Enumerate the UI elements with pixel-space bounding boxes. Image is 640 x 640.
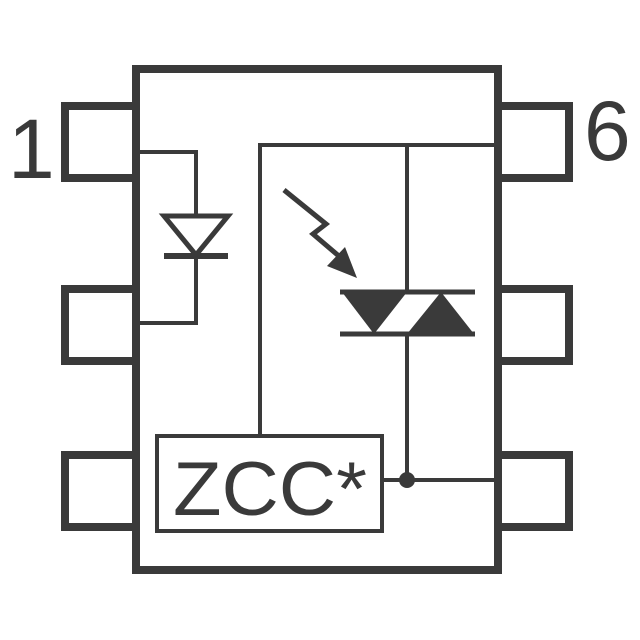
pin-1 (61, 102, 140, 182)
zcc-block (155, 434, 384, 533)
junction-dot-icon (399, 472, 415, 488)
zcc-label: ZCC* (173, 447, 367, 532)
output-wire-top (258, 143, 498, 436)
pin-6-label: 6 (584, 84, 631, 178)
led-diode-icon (158, 213, 234, 259)
triac-icon (340, 289, 475, 337)
pin-1-label: 1 (8, 102, 55, 196)
pin-2 (61, 285, 140, 365)
light-arrow-icon (282, 188, 357, 278)
pin-3 (61, 451, 140, 531)
pin-4 (494, 451, 573, 531)
pin-6 (494, 102, 573, 182)
pin-5 (494, 285, 573, 365)
